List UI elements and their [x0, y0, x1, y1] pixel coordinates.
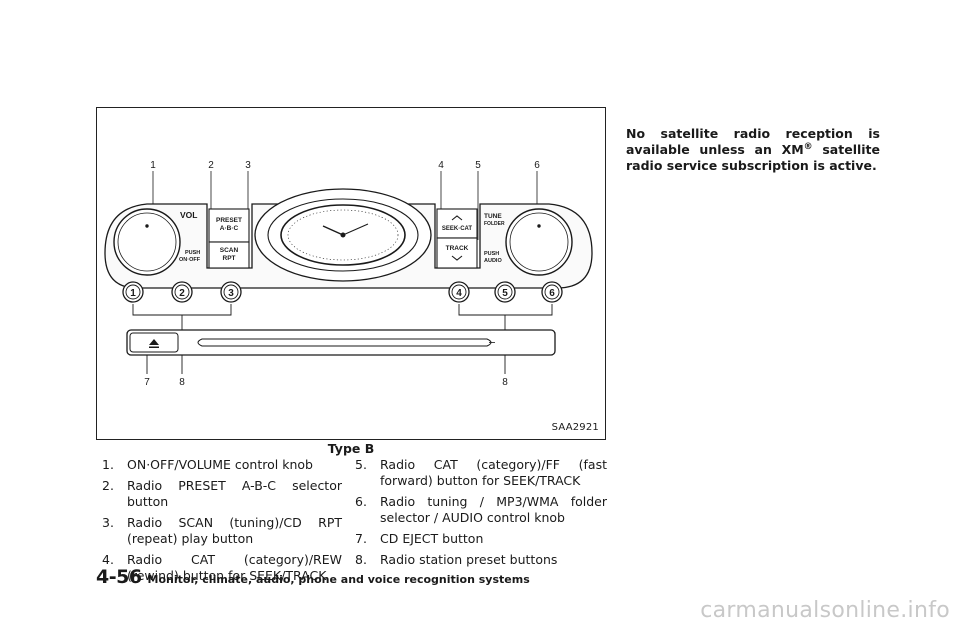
callout-8-right: 8 — [502, 377, 508, 388]
figure-code: SAA2921 — [551, 422, 599, 433]
label-preset: PRESET — [216, 217, 242, 224]
preset-buttons: 1 2 3 4 5 6 — [122, 281, 563, 303]
preset-bracket-left — [132, 304, 232, 316]
item-list-left: 1.ON·OFF/VOLUME control knob 2.Radio PRE… — [102, 457, 342, 589]
label-folder: FOLDER — [484, 221, 505, 227]
preset-button-4: 4 — [448, 281, 470, 303]
preset-bracket-right — [458, 304, 553, 316]
preset-button-1: 1 — [122, 281, 144, 303]
cd-slot-panel — [126, 329, 556, 356]
callout-6: 6 — [534, 160, 540, 171]
label-scan: SCAN — [220, 247, 239, 254]
preset-label: 2 — [179, 288, 185, 299]
list-item: 2.Radio PRESET A-B-C selector button — [102, 478, 342, 509]
preset-label: 3 — [228, 288, 234, 299]
callout-1: 1 — [150, 160, 156, 171]
page-number: 4-56 — [96, 566, 142, 588]
label-seek-cat: SEEK·CAT — [442, 226, 473, 232]
satellite-radio-note: No satellite radio reception is availabl… — [626, 125, 880, 173]
track-button: TRACK — [436, 237, 478, 269]
label-track: TRACK — [446, 245, 469, 252]
label-tune: TUNE — [484, 213, 502, 220]
tune-knob — [505, 208, 573, 276]
label-abc: A·B·C — [220, 225, 239, 232]
callout-2: 2 — [208, 160, 214, 171]
preset-label: 6 — [549, 288, 555, 299]
label-audio: AUDIO — [484, 258, 502, 264]
preset-abc-button: PRESET A·B·C — [208, 208, 250, 243]
preset-button-2: 2 — [171, 281, 193, 303]
callout-4: 4 — [438, 160, 444, 171]
preset-button-5: 5 — [494, 281, 516, 303]
list-item: 3.Radio SCAN (tuning)/CD RPT (repeat) pl… — [102, 515, 342, 546]
cd-slot — [197, 338, 492, 347]
preset-label: 4 — [456, 288, 462, 299]
label-push-2: PUSH — [484, 251, 499, 257]
seek-cat-button: SEEK·CAT — [436, 208, 478, 239]
preset-label: 5 — [502, 288, 508, 299]
eject-icon — [149, 339, 159, 345]
figure-caption: Type B — [327, 441, 375, 456]
list-item: 8.Radio station preset buttons — [355, 552, 558, 567]
page-footer: 4-56 Monitor, climate, audio, phone and … — [96, 566, 530, 588]
list-item: 5.Radio CAT (category)/FF (fast forward)… — [355, 457, 607, 488]
label-vol: VOL — [180, 210, 197, 220]
registered-mark: ® — [803, 141, 813, 152]
callout-3: 3 — [245, 160, 251, 171]
analog-clock — [254, 188, 432, 282]
list-item: 7.CD EJECT button — [355, 531, 484, 546]
preset-label: 1 — [130, 288, 136, 299]
callout-8-left: 8 — [179, 377, 185, 388]
section-title: Monitor, climate, audio, phone and voice… — [147, 573, 530, 586]
callout-5: 5 — [475, 160, 481, 171]
list-item: 1.ON·OFF/VOLUME control knob — [102, 457, 313, 472]
watermark: carmanualsonline.info — [700, 598, 950, 623]
audio-unit-figure: 1 2 3 4 5 6 7 8 8 — [96, 107, 606, 440]
callout-7: 7 — [144, 377, 150, 388]
label-onoff: ON·OFF — [179, 257, 201, 263]
preset-button-3: 3 — [220, 281, 242, 303]
volume-knob — [113, 208, 181, 276]
audio-unit-diagram: 1 2 3 4 5 6 7 8 8 — [104, 160, 593, 388]
list-item: 4.Radio CAT (category)/REW (rewind) butt… — [102, 552, 342, 583]
label-rpt: RPT — [223, 255, 236, 262]
label-push-1: PUSH — [185, 250, 200, 256]
list-item: 6.Radio tuning / MP3/WMA folder selector… — [355, 494, 607, 525]
preset-button-6: 6 — [541, 281, 563, 303]
scan-rpt-button: SCAN RPT — [208, 241, 250, 269]
item-list-right: 5.Radio CAT (category)/FF (fast forward)… — [355, 457, 607, 573]
